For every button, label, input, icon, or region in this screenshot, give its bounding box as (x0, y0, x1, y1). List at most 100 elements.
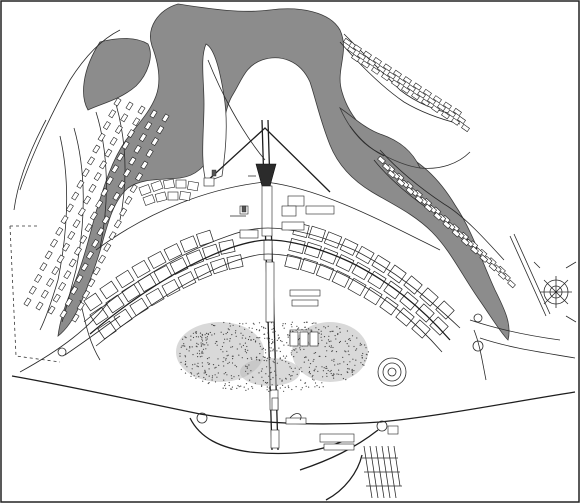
housing-block (70, 286, 79, 295)
housing-block (140, 160, 149, 170)
housing-block (56, 254, 65, 264)
housing-block (479, 254, 489, 263)
housing-block (363, 50, 372, 59)
housing-block (417, 90, 426, 99)
housing-block (393, 69, 402, 78)
housing-block (84, 223, 93, 233)
housing-block (89, 211, 98, 221)
housing-block (145, 148, 154, 158)
housing-block (132, 117, 141, 127)
housing-block (108, 231, 117, 241)
housing-block (129, 184, 138, 194)
housing-block (119, 207, 128, 217)
housing-block (103, 242, 112, 252)
housing-block (125, 101, 134, 111)
housing-block (123, 168, 131, 178)
spiral-park (377, 357, 407, 387)
housing-block (497, 271, 507, 280)
housing-block (442, 220, 452, 230)
housing-block (396, 178, 406, 187)
housing-block (93, 172, 102, 182)
housing-block (371, 66, 380, 75)
housing-block (453, 107, 462, 117)
housing-block (156, 125, 165, 135)
housing-block (347, 45, 356, 55)
housing-block (77, 207, 86, 217)
housing-block (82, 290, 91, 299)
housing-block (377, 155, 386, 165)
housing-block (126, 129, 135, 138)
housing-block (104, 148, 113, 158)
housing-block (40, 289, 49, 299)
housing-block (87, 278, 96, 288)
housing-block (137, 105, 146, 115)
superblocks-west (83, 229, 244, 340)
south-blocks (271, 331, 399, 451)
housing-block (113, 219, 122, 229)
housing-block (113, 97, 122, 107)
housing-block (46, 278, 55, 287)
housing-block (120, 113, 129, 123)
housing-block (64, 297, 73, 307)
housing-block (144, 121, 153, 131)
housing-block (451, 117, 460, 126)
housing-block (150, 137, 159, 146)
housing-block (35, 301, 44, 311)
housing-block (424, 203, 433, 213)
housing-block (411, 92, 420, 101)
housing-block (62, 242, 70, 252)
housing-block (34, 274, 43, 283)
housing-block (58, 282, 67, 291)
housing-block (44, 250, 53, 260)
housing-block (95, 199, 104, 209)
housing-block (414, 195, 424, 204)
housing-block (109, 136, 118, 146)
housing-block (92, 144, 101, 154)
housing-block (76, 301, 85, 311)
housing-block (361, 60, 370, 69)
lake-north-arm (83, 38, 151, 111)
housing-block (433, 212, 443, 221)
housing-block (112, 191, 121, 201)
housing-block (387, 71, 396, 80)
park-stipple (179, 321, 369, 392)
peninsula-north-blocks (23, 97, 170, 323)
housing-block (441, 111, 450, 120)
housing-block (457, 115, 466, 125)
roundabouts (57, 313, 484, 432)
housing-block (71, 313, 80, 323)
housing-block (83, 195, 92, 205)
housing-block (88, 183, 97, 193)
housing-block (81, 168, 90, 178)
housing-block (117, 180, 126, 190)
housing-block (367, 58, 376, 67)
housing-block (138, 133, 147, 142)
housing-block (50, 238, 58, 248)
housing-block (437, 103, 446, 112)
housing-block (108, 109, 117, 119)
housing-block (74, 246, 82, 256)
housing-block (161, 113, 170, 123)
housing-block (102, 121, 111, 130)
housing-block (68, 258, 77, 268)
peninsula-south-blocks (343, 37, 516, 289)
housing-block (401, 85, 410, 94)
housing-block (111, 164, 119, 174)
housing-block (377, 65, 386, 74)
housing-block (135, 172, 143, 182)
housing-block (451, 228, 461, 238)
housing-block (72, 219, 81, 229)
housing-block (405, 186, 415, 196)
housing-block (107, 203, 116, 213)
housing-block (413, 82, 422, 91)
housing-block (63, 270, 72, 280)
housing-block (80, 262, 89, 272)
housing-block (92, 266, 101, 276)
housing-block (52, 293, 61, 303)
housing-block (382, 162, 391, 172)
housing-block (100, 187, 109, 197)
housing-block (387, 169, 396, 179)
housing-block (59, 309, 68, 319)
housing-block (28, 285, 37, 295)
housing-block (99, 160, 107, 170)
